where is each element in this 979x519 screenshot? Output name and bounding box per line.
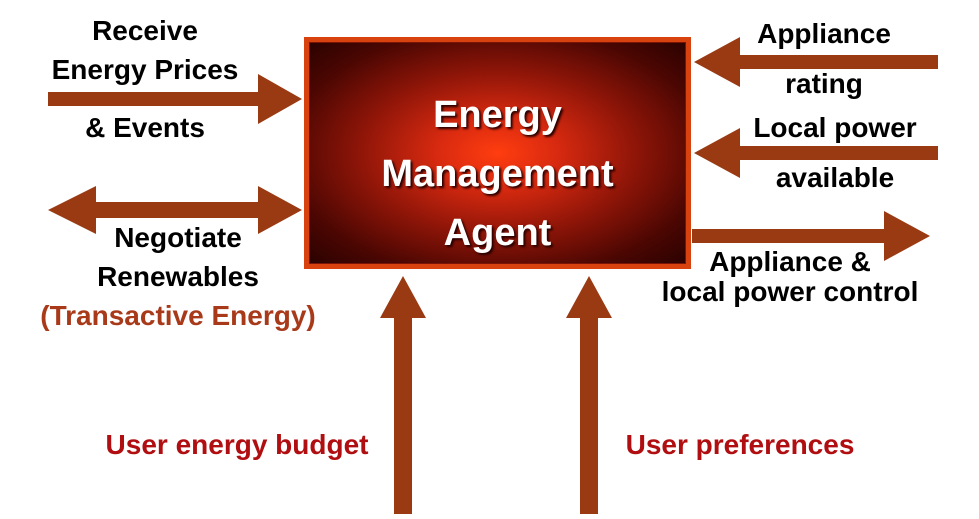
control-output-arrow xyxy=(692,211,930,261)
appliance-rating-arrow xyxy=(694,37,938,87)
negotiate-label-line3: (Transactive Energy) xyxy=(40,300,316,331)
budget-label: User energy budget xyxy=(105,429,369,460)
local-power-arrow xyxy=(694,128,938,178)
control-label-line2: local power control xyxy=(661,276,919,307)
appliance-label-line1: Appliance xyxy=(757,18,891,49)
local-power-label-line2: available xyxy=(775,162,895,193)
prices-label-line2: Energy Prices xyxy=(51,54,239,85)
budget-input-arrow xyxy=(380,276,426,514)
energy-management-agent-box: Energy Management Agent xyxy=(304,37,691,269)
negotiate-label-line2: Renewables xyxy=(97,261,259,292)
prices-label-line1: Receive xyxy=(92,15,198,46)
agent-title: Energy Management Agent xyxy=(381,94,614,254)
local-power-label-line1: Local power xyxy=(753,112,917,143)
control-label-line1: Appliance & xyxy=(709,246,871,277)
preferences-input-arrow xyxy=(566,276,612,514)
negotiate-label-line1: Negotiate xyxy=(114,222,242,253)
appliance-label-line2: rating xyxy=(785,68,863,99)
negotiate-double-arrow xyxy=(48,186,302,234)
preferences-label: User preferences xyxy=(625,429,855,460)
prices-input-arrow xyxy=(48,74,302,124)
prices-label-line3: & Events xyxy=(85,112,205,143)
